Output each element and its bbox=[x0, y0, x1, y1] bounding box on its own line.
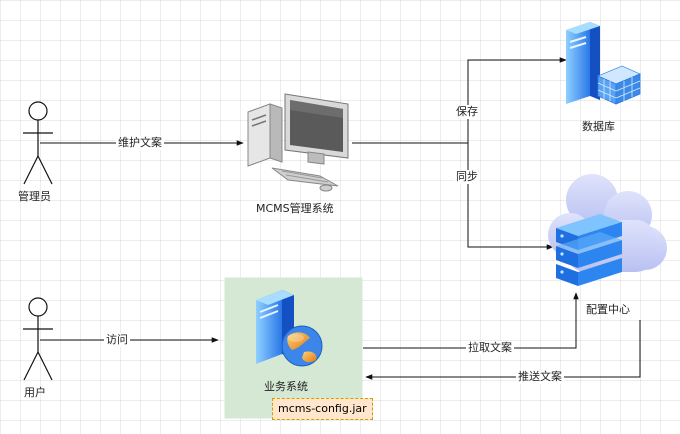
user-label: 用户 bbox=[24, 386, 46, 399]
globe-icon bbox=[281, 325, 323, 367]
config-center-label: 配置中心 bbox=[586, 303, 630, 316]
user-actor-icon bbox=[23, 297, 53, 381]
config-center-icon bbox=[548, 174, 667, 286]
edge-label-sync: 同步 bbox=[454, 170, 480, 184]
edge-save bbox=[352, 57, 567, 144]
edge-label-save: 保存 bbox=[454, 105, 480, 119]
computer-icon bbox=[247, 93, 349, 192]
edge-label-push: 推送文案 bbox=[516, 370, 564, 384]
edge-sync bbox=[467, 143, 554, 250]
edge-label-maintain: 维护文案 bbox=[116, 136, 164, 150]
server-stack-icon bbox=[556, 214, 622, 286]
mcms-label: MCMS管理系统 bbox=[256, 202, 334, 215]
admin-actor-icon bbox=[23, 101, 53, 185]
jar-badge: mcms-config.jar bbox=[272, 398, 373, 420]
edge-pull bbox=[363, 292, 579, 349]
edge-label-pull: 拉取文案 bbox=[466, 341, 514, 355]
database-icon bbox=[566, 22, 642, 105]
database-label: 数据库 bbox=[582, 120, 615, 133]
edge-push bbox=[365, 320, 641, 380]
admin-label: 管理员 bbox=[18, 190, 51, 203]
edge-label-visit: 访问 bbox=[104, 333, 130, 347]
biz-system-label: 业务系统 bbox=[264, 380, 308, 393]
